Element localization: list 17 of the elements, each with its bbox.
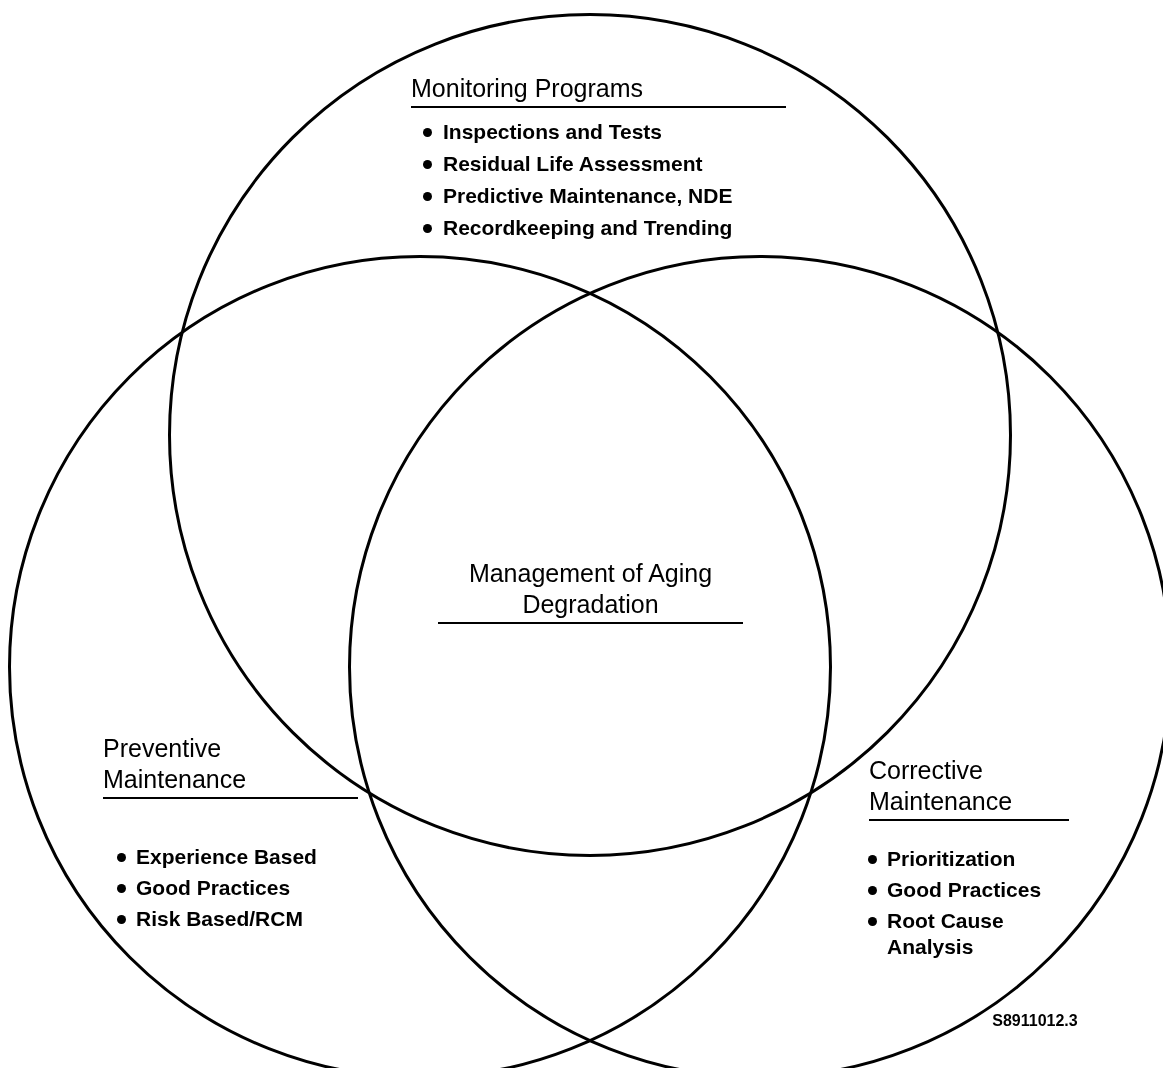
bullet-item: Prioritization bbox=[887, 846, 1017, 872]
section-heading: Monitoring Programs bbox=[411, 73, 786, 108]
center-heading: Management of Aging Degradation bbox=[438, 558, 743, 624]
figure-id: S8911012.3 bbox=[991, 1012, 1079, 1030]
venn-circle bbox=[348, 255, 1163, 1068]
bullet-item: Root Cause Analysis bbox=[887, 908, 1005, 960]
venn-circle bbox=[8, 255, 832, 1068]
bullet-item: Residual Life Assessment bbox=[443, 151, 704, 177]
bullet-item: Recordkeeping and Trending bbox=[443, 215, 734, 241]
bullet-item: Predictive Maintenance, NDE bbox=[443, 183, 734, 209]
bullet-item: Inspections and Tests bbox=[443, 119, 663, 145]
bullet-item: Experience Based bbox=[136, 844, 318, 870]
bullet-item: Risk Based/RCM bbox=[136, 906, 304, 932]
bullet-item: Good Practices bbox=[136, 875, 292, 901]
section-heading: Preventive Maintenance bbox=[103, 733, 358, 799]
bullet-item: Good Practices bbox=[887, 877, 1043, 903]
section-heading: Corrective Maintenance bbox=[869, 755, 1069, 821]
